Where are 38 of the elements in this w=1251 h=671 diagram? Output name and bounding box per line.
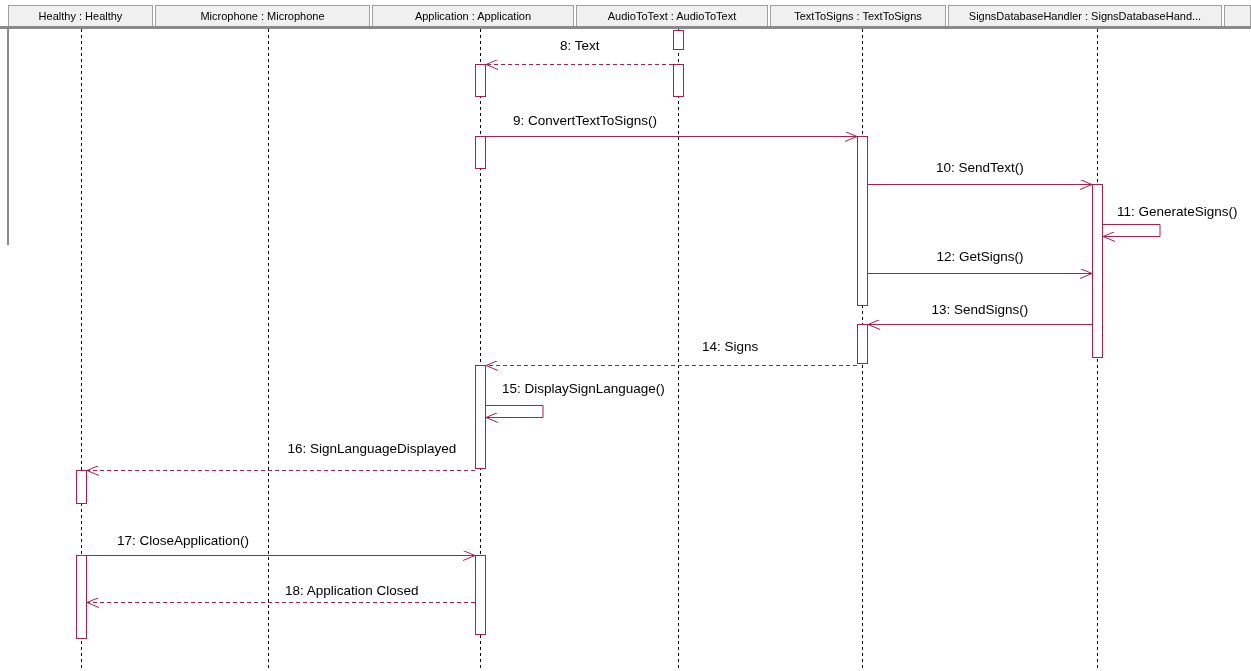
message-label: 10: SendText(): [934, 160, 1026, 176]
activation-bar: [475, 136, 486, 169]
return-message-arrow: [485, 360, 858, 371]
participant-header: SignsDatabaseHandler : SignsDatabaseHand...: [948, 5, 1222, 26]
participant-header: Microphone : Microphone: [155, 5, 370, 26]
activation-bar: [857, 136, 868, 306]
activation-bar: [76, 470, 87, 504]
message-arrow: [867, 268, 1093, 279]
participant-header: TextToSigns : TextToSigns: [770, 5, 946, 26]
message-arrow: [86, 550, 476, 561]
activation-bar: [673, 30, 684, 50]
activation-bar: [857, 324, 868, 364]
activation-bar: [1092, 184, 1103, 358]
message-label: 16: SignLanguageDisplayed: [285, 441, 459, 457]
activation-bar: [76, 555, 87, 639]
activation-bar: [673, 64, 684, 97]
message-label: 13: SendSigns(): [929, 302, 1031, 318]
message-arrow: [485, 405, 544, 423]
message-arrow: [485, 131, 858, 142]
message-label: 18: Application Closed: [283, 583, 421, 599]
message-label: 9: ConvertTextToSigns(): [511, 113, 660, 129]
return-message-arrow: [485, 59, 674, 70]
message-label: 11: GenerateSigns(): [1115, 204, 1240, 220]
message-label: 14: Signs: [700, 339, 761, 355]
return-message-arrow: [86, 465, 476, 476]
message-label: 12: GetSigns(): [934, 249, 1026, 265]
participant-header: Application : Application: [372, 5, 574, 26]
participant-header: Healthy : Healthy: [8, 5, 153, 26]
activation-bar: [475, 64, 486, 97]
message-arrow: [867, 179, 1093, 190]
participant-header: AudioToText : AudioToText: [576, 5, 768, 26]
message-arrow: [867, 319, 1093, 330]
activation-bar: [475, 365, 486, 469]
activation-bar: [475, 555, 486, 635]
message-label: 15: DisplaySignLanguage(): [500, 381, 667, 397]
message-arrow: [1102, 224, 1161, 242]
return-message-arrow: [86, 597, 476, 608]
message-label: 17: CloseApplication(): [115, 533, 252, 549]
